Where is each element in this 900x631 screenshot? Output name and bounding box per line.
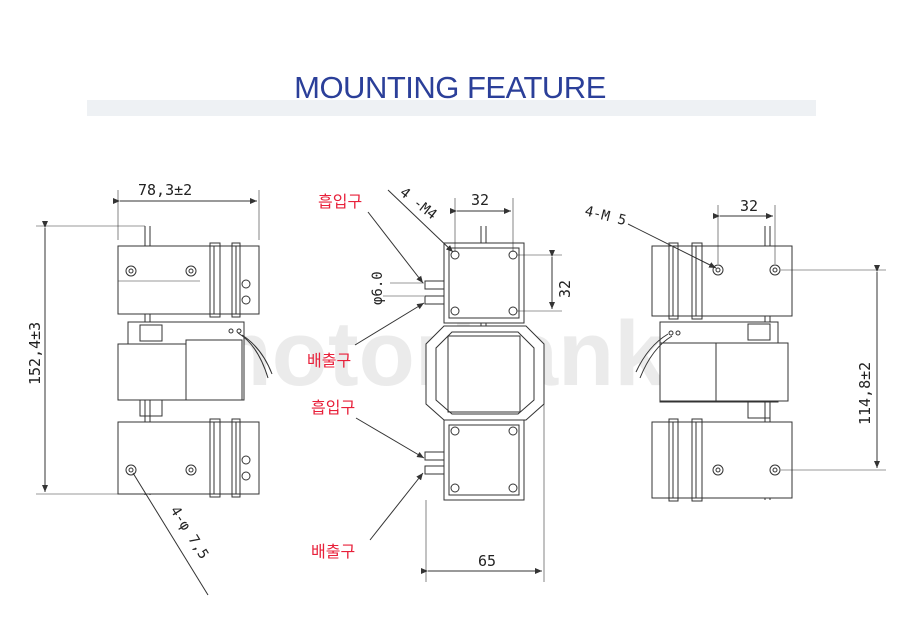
dim-left-width: 78,3±2 [138,181,192,199]
center-view [354,189,562,582]
right-view [627,205,886,502]
dim-right-height: 114,8±2 [856,362,874,425]
label-discharge-2: 배출구 [311,542,355,561]
dim-center-height-right: 32 [556,280,574,298]
label-suction-2: 흡입구 [311,398,355,417]
note-center-port: φ6.0 [370,271,386,305]
left-view [36,190,273,596]
note-right-thread: 4-M 5 [583,203,628,229]
dim-right-width-top: 32 [740,197,758,215]
dim-center-width-top: 32 [471,191,489,209]
dim-center-bottom-width: 65 [478,552,496,570]
note-left-holes: 4-φ 7,5 [167,504,212,563]
page-title: MOUNTING FEATURE [294,70,606,105]
label-suction-1: 흡입구 [318,192,362,211]
label-discharge-1: 배출구 [307,351,351,370]
title-underline-bar [87,100,816,116]
dim-left-height: 152,4±3 [26,322,44,385]
